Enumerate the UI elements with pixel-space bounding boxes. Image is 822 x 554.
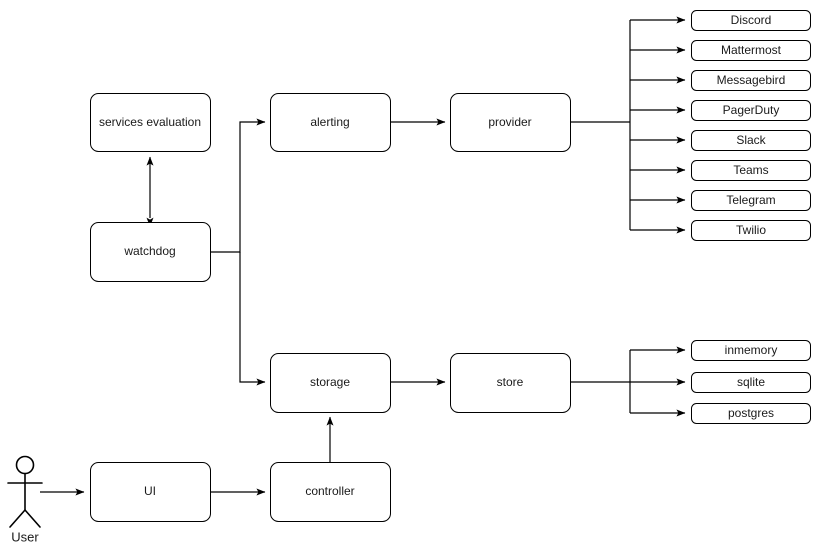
leaf-node-postgres-label: postgres <box>728 406 774 420</box>
leaf-node-sqlite[interactable]: sqlite <box>691 372 811 393</box>
leaf-node-twilio-box <box>691 220 811 241</box>
leaf-node-messagebird-label: Messagebird <box>717 73 786 87</box>
leaf-node-slack[interactable]: Slack <box>691 130 811 151</box>
edge-watchdog-to-storage <box>239 252 266 386</box>
leaf-node-discord-label: Discord <box>731 13 772 27</box>
node-controller-box <box>270 462 391 522</box>
leaf-node-sqlite-box <box>691 372 811 393</box>
leaf-node-twilio-label: Twilio <box>736 223 766 237</box>
actor-legs-icon <box>9 509 41 528</box>
store-list: inmemory sqlite postgres <box>691 340 811 424</box>
leaf-node-slack-box <box>691 130 811 151</box>
edge-layer <box>40 16 686 496</box>
leaf-node-telegram-label: Telegram <box>726 193 775 207</box>
leaf-node-teams-label: Teams <box>733 163 768 177</box>
node-services-evaluation[interactable]: services evaluation <box>90 93 211 152</box>
leaf-node-twilio[interactable]: Twilio <box>691 220 811 241</box>
node-watchdog[interactable]: watchdog <box>90 222 211 282</box>
node-provider[interactable]: provider <box>450 93 571 152</box>
node-alerting-label: alerting <box>310 115 349 129</box>
leaf-node-telegram-box <box>691 190 811 211</box>
node-controller[interactable]: controller <box>270 462 391 522</box>
leaf-node-mattermost-label: Mattermost <box>721 43 782 57</box>
node-storage[interactable]: storage <box>270 353 391 413</box>
leaf-node-messagebird[interactable]: Messagebird <box>691 70 811 91</box>
actor-label: User <box>11 529 39 544</box>
leaf-node-pagerduty-box <box>691 100 811 121</box>
node-provider-box <box>450 93 571 152</box>
node-ui-label: UI <box>144 484 156 498</box>
node-store[interactable]: store <box>450 353 571 413</box>
leaf-node-pagerduty[interactable]: PagerDuty <box>691 100 811 121</box>
node-alerting-box <box>270 93 391 152</box>
actor-user[interactable]: User <box>7 455 43 545</box>
leaf-node-mattermost[interactable]: Mattermost <box>691 40 811 61</box>
node-services-evaluation-label: services evaluation <box>99 115 201 129</box>
leaf-node-telegram[interactable]: Telegram <box>691 190 811 211</box>
node-services-evaluation-box <box>90 93 211 152</box>
leaf-node-postgres-box <box>691 403 811 424</box>
leaf-node-messagebird-box <box>691 70 811 91</box>
node-storage-label: storage <box>310 375 350 389</box>
leaf-node-mattermost-box <box>691 40 811 61</box>
node-controller-label: controller <box>305 484 354 498</box>
leaf-node-postgres[interactable]: postgres <box>691 403 811 424</box>
node-storage-box <box>270 353 391 413</box>
node-alerting[interactable]: alerting <box>270 93 391 152</box>
node-store-box <box>450 353 571 413</box>
edge-watchdog-to-alerting <box>211 118 266 253</box>
leaf-node-teams-box <box>691 160 811 181</box>
leaf-node-discord[interactable]: Discord <box>691 10 811 31</box>
provider-list: Discord Mattermost Messagebird PagerDuty… <box>691 10 811 241</box>
actor-head-icon <box>15 455 35 475</box>
node-store-label: store <box>497 375 524 389</box>
leaf-node-inmemory-label: inmemory <box>725 343 778 357</box>
node-ui-box <box>90 462 211 522</box>
leaf-node-slack-label: Slack <box>736 133 766 147</box>
leaf-node-discord-box <box>691 10 811 31</box>
leaf-node-inmemory[interactable]: inmemory <box>691 340 811 361</box>
node-provider-label: provider <box>488 115 531 129</box>
node-watchdog-label: watchdog <box>123 244 175 258</box>
leaf-node-inmemory-box <box>691 340 811 361</box>
node-watchdog-box <box>90 222 211 282</box>
leaf-node-pagerduty-label: PagerDuty <box>723 103 780 117</box>
leaf-node-teams[interactable]: Teams <box>691 160 811 181</box>
node-ui[interactable]: UI <box>90 462 211 522</box>
leaf-node-sqlite-label: sqlite <box>737 375 765 389</box>
